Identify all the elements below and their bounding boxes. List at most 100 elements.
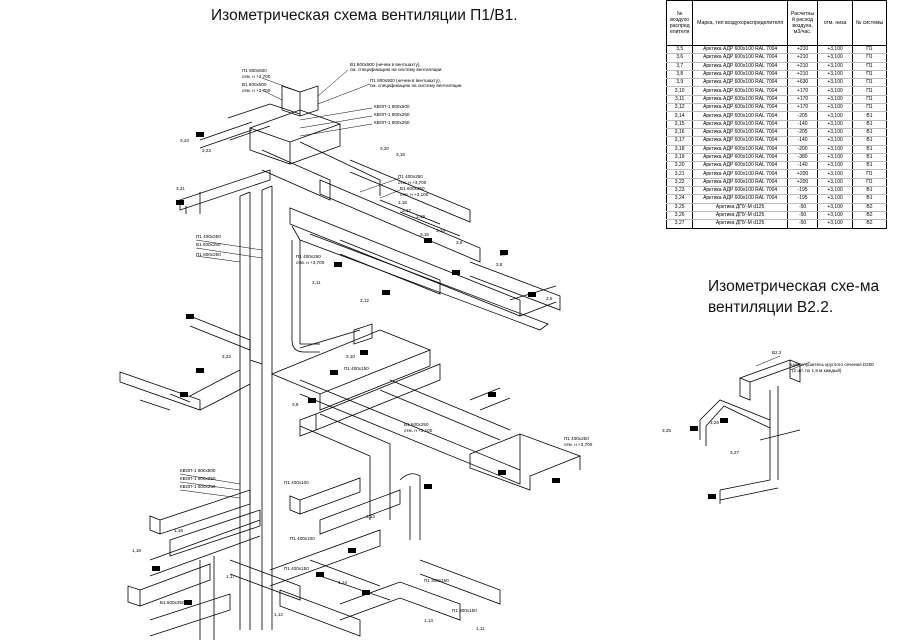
cell-number: 3,10 xyxy=(665,86,694,96)
label-d400-150: П1 400х150 xyxy=(344,366,369,371)
col-header-elevation: отм. низа xyxy=(817,0,853,46)
label-kvop3: КВОП-1 800х250 xyxy=(374,120,410,125)
cell-flow: +170 xyxy=(786,86,819,96)
cell-flow: +200 xyxy=(786,178,819,188)
cell-number: 3,15 xyxy=(665,120,694,129)
label-d300-150-b: П1 300х150 xyxy=(452,608,477,613)
cell-elevation: +3,100 xyxy=(817,178,853,188)
tag: 3,21 xyxy=(176,186,185,191)
b22-note: шумоглушитель круглого сечения D200 xyxy=(790,362,874,367)
label-kvop1: КВОП-1 800х500 xyxy=(374,104,410,109)
tag: 3,8 xyxy=(496,262,503,267)
main-title: Изометрическая схема вентиляции П1/В1. xyxy=(211,7,518,24)
tag: 3,5 xyxy=(546,296,553,301)
cell-type: Арктика АДР 600х100 RAL 7004 xyxy=(692,86,788,96)
note-p1: П1 800х500 (нечем в вентшахту), xyxy=(370,78,441,83)
tag: 3,12 xyxy=(360,298,369,303)
cell-system: П1 xyxy=(851,178,888,188)
cell-type: Арктика АДР 600х100 RAL 7004 xyxy=(692,161,788,171)
cell-number: 3,17 xyxy=(665,136,694,146)
label-d400-100: П1 400х100 xyxy=(284,480,309,485)
tag: 3,18 xyxy=(398,200,407,205)
cell-number: 3,11 xyxy=(665,95,694,105)
cell-type: Арктика АДР 600х100 RAL 7004 xyxy=(692,103,788,113)
cell-system: П1 xyxy=(851,169,888,179)
label-d600-250: В1 600х250 xyxy=(196,242,221,247)
tag: 3,16 xyxy=(396,152,405,157)
cell-number: 3,20 xyxy=(665,161,694,171)
table-header-row: № воздухо распред елителя Марка, тип воз… xyxy=(665,0,888,46)
cell-system: П1 xyxy=(851,86,888,96)
label-d400-250-b: П1 400х250 xyxy=(398,174,423,179)
cell-elevation: +3,100 xyxy=(817,203,853,212)
cell-flow: -50 xyxy=(786,211,819,221)
cell-number: 3,8 xyxy=(665,70,694,80)
cell-type: Арктика АДР 600х100 RAL 7004 xyxy=(692,194,788,204)
cell-number: 3,16 xyxy=(665,128,694,138)
label-d400-250: П1 400х250 xyxy=(196,234,221,239)
cell-type: Арктика АДР 600х100 RAL 7004 xyxy=(692,169,788,179)
cell-type: Арктика АДР 600х100 RAL 7004 xyxy=(692,136,788,146)
cell-flow: -205 xyxy=(786,111,819,121)
col-header-number: № воздухо распред елителя xyxy=(665,0,694,46)
cell-system: В2 xyxy=(851,203,888,212)
tag: 3,27 xyxy=(730,450,739,455)
label-kvop2-b: КВОП-1 800х250 xyxy=(180,476,216,481)
cell-elevation: +3,100 xyxy=(817,111,853,121)
cell-number: 3,22 xyxy=(665,178,694,188)
cell-type: Арктика АДР 600х100 RAL 7004 xyxy=(692,128,788,138)
cell-number: 3,26 xyxy=(665,211,694,221)
riser-duct xyxy=(239,186,273,630)
tag: 1,13 xyxy=(424,618,433,623)
position-tags: 3,24 3,23 3,20 3,16 3,21 3,18 3,17 3,19 … xyxy=(132,138,739,631)
note-v1b: см. спецификацию на систему вентиляции xyxy=(350,67,442,72)
tag: 3,14 xyxy=(436,228,445,233)
tag: 3,9 xyxy=(292,402,299,407)
cell-type: Арктика АДР 600х100 RAL 7004 xyxy=(692,145,788,154)
label-kvop1-b: КВОП-1 800х500 xyxy=(180,468,216,473)
cell-number: 3,23 xyxy=(665,186,694,196)
cell-elevation: +3,100 xyxy=(817,128,853,138)
label-d600-250-d: В1 600х250 xyxy=(160,600,185,605)
cell-elevation: +3,100 xyxy=(817,194,853,204)
cell-system: В1 xyxy=(851,161,888,171)
label-d600-250-b: В1 600х250 xyxy=(400,186,425,191)
tag: 1,12 xyxy=(274,612,283,617)
cell-elevation: +3,100 xyxy=(817,120,853,129)
cell-type: Арктика АДР 600х100 RAL 7004 xyxy=(692,95,788,105)
cell-type: Арктика ДПУ-М d125 xyxy=(692,219,788,229)
label-d600-250-c-elev: отм. н +3,100 xyxy=(404,428,433,433)
cell-number: 3,5 xyxy=(665,45,694,55)
cell-elevation: +3,100 xyxy=(817,95,853,105)
cell-flow: -200 xyxy=(786,145,819,154)
cell-flow: -380 xyxy=(786,153,819,163)
cell-type: Арктика АДР 600х100 RAL 7004 xyxy=(692,111,788,121)
label-d400-250-c: П1 400х250 xyxy=(296,254,321,259)
cell-number: 3,6 xyxy=(665,53,694,63)
tag: 3,7 xyxy=(500,252,507,257)
label-p1-800: П1 800х500 xyxy=(242,68,267,73)
cell-elevation: +3,100 xyxy=(817,86,853,96)
tag: 1,16 xyxy=(174,528,183,533)
cell-type: Арктика ДПУ-М d125 xyxy=(692,211,788,221)
cell-type: Арктика АДР 600х100 RAL 7004 xyxy=(692,53,788,63)
tag: 1,17 xyxy=(226,574,235,579)
b22-label: В2.2 xyxy=(772,350,782,355)
cell-number: 3,27 xyxy=(665,219,694,229)
label-d400-250-c-elev: отм. н +3,700 xyxy=(296,260,325,265)
label-kvop2: КВОП-1 800х250 xyxy=(374,112,410,117)
cell-flow: +170 xyxy=(786,103,819,113)
cell-number: 3,7 xyxy=(665,62,694,71)
col-header-type: Марка, тип воздухораспределителя xyxy=(692,0,788,46)
cell-elevation: +3,100 xyxy=(817,153,853,163)
cell-system: В1 xyxy=(851,194,888,204)
label-v1-800-elev: отм. н +3,700 xyxy=(242,88,271,93)
cell-flow: +210 xyxy=(786,53,819,63)
